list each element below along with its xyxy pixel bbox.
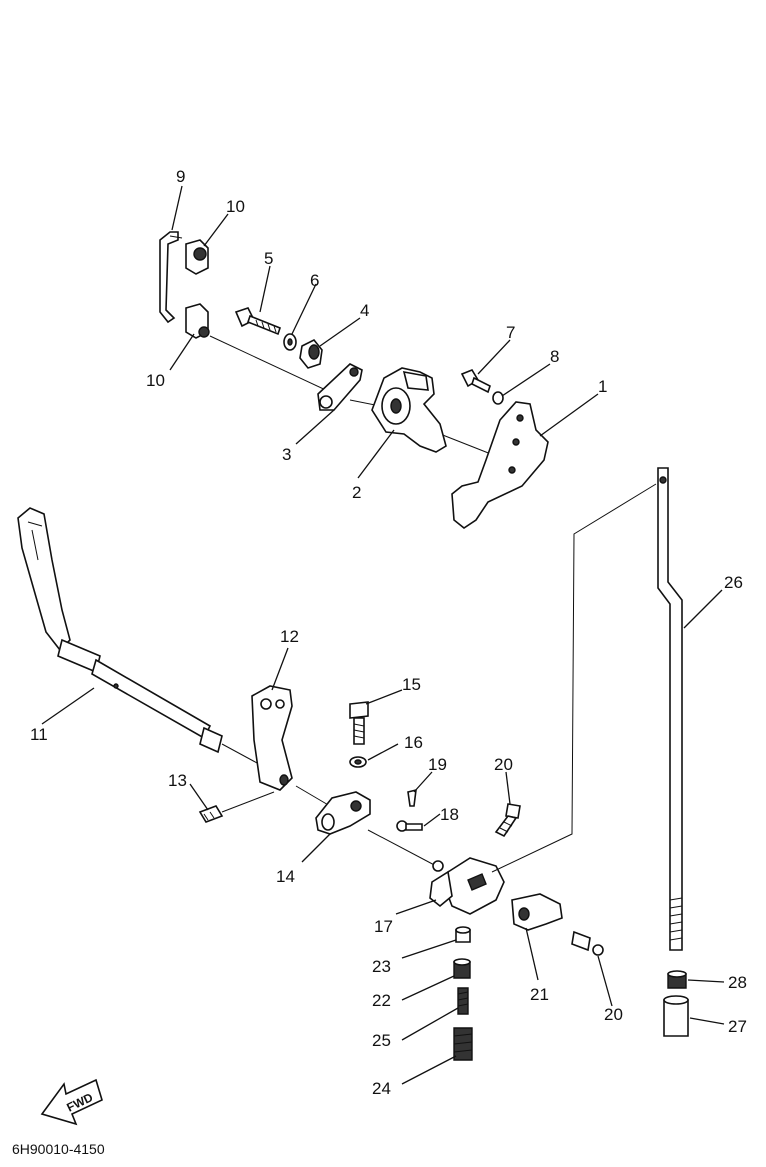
part-25-spring	[457, 987, 469, 1015]
label-part-28: 28	[728, 973, 747, 992]
label-part-14: 14	[276, 867, 295, 886]
drawing-code: 6H90010-4150	[12, 1141, 105, 1157]
leader-lines	[41, 185, 725, 1085]
label-part-2: 2	[352, 483, 361, 502]
label-part-25: 25	[372, 1031, 391, 1050]
label-part-5: 5	[264, 249, 273, 268]
label-part-10-upper: 10	[226, 197, 245, 216]
part-17-shift-cam	[429, 857, 505, 915]
fwd-arrow-icon: FWD	[40, 1078, 103, 1126]
label-part-11: 11	[30, 725, 48, 744]
label-part-17: 17	[374, 917, 393, 936]
part-6-washer	[283, 333, 297, 351]
part-21-cam-follower	[511, 893, 563, 931]
label-part-21: 21	[530, 985, 549, 1004]
label-part-10-lower: 10	[146, 371, 165, 390]
part-27-sleeve	[663, 995, 689, 1037]
part-10-lower-clip	[185, 303, 210, 339]
label-part-24: 24	[372, 1079, 391, 1098]
label-part-23: 23	[372, 957, 391, 976]
part-18-bolt	[396, 820, 423, 832]
label-part-27: 27	[728, 1017, 747, 1036]
part-20-lower-bolt	[571, 930, 604, 956]
label-part-4: 4	[360, 301, 369, 320]
label-part-19: 19	[428, 755, 447, 774]
label-part-8: 8	[550, 347, 559, 366]
part-3-lever-link	[317, 363, 363, 411]
part-13-set-screw	[198, 805, 224, 823]
label-part-3: 3	[282, 445, 291, 464]
part-14-joint	[315, 791, 371, 835]
part-12-shift-arm	[251, 685, 293, 791]
part-4-collar	[299, 338, 323, 369]
part-7-bolt	[460, 369, 491, 394]
part-24-spring	[453, 1027, 473, 1061]
part-2-shift-lever	[371, 367, 447, 453]
label-part-22: 22	[372, 991, 391, 1010]
part-1-bracket	[451, 401, 549, 529]
part-22-collar	[453, 958, 471, 979]
part-23-detent	[455, 926, 471, 943]
label-part-20-upper: 20	[494, 755, 513, 774]
label-part-6: 6	[310, 271, 319, 290]
label-part-1: 1	[598, 377, 607, 396]
part-20-upper-bolt	[494, 803, 521, 838]
label-part-12: 12	[280, 627, 299, 646]
part-19-pin	[407, 788, 417, 807]
label-part-9: 9	[176, 167, 185, 186]
part-8-washer	[492, 391, 504, 405]
part-11-shift-shaft	[17, 507, 223, 754]
label-part-15: 15	[402, 675, 421, 694]
part-16-washer	[349, 756, 367, 768]
part-15-bolt	[349, 701, 369, 745]
label-part-18: 18	[440, 805, 459, 824]
part-9-link-rod	[159, 231, 183, 324]
part-labels: 9 10 5 6 4 7 8 10 1 3 2 26 12 15 11 16 2…	[30, 167, 747, 1098]
label-part-16: 16	[404, 733, 423, 752]
part-10-upper-clip	[185, 239, 209, 275]
label-part-13: 13	[168, 771, 187, 790]
part-26-shift-rod	[491, 467, 683, 951]
label-part-7: 7	[506, 323, 515, 342]
label-part-26: 26	[724, 573, 743, 592]
label-part-20-lower: 20	[604, 1005, 623, 1024]
part-5-bolt	[234, 307, 281, 336]
part-28-nut	[667, 970, 687, 989]
